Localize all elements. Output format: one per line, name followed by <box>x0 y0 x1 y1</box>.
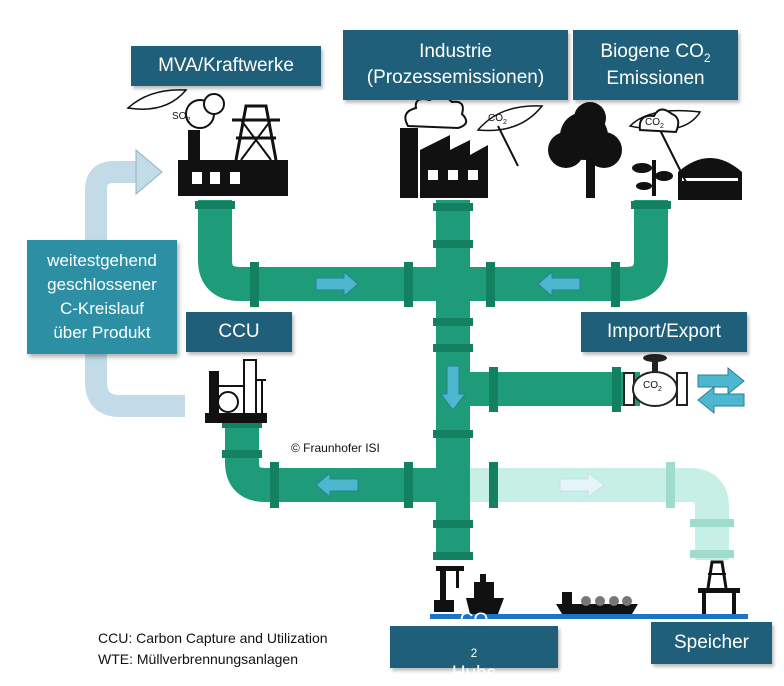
plant-icon <box>632 160 673 196</box>
tanker-icon <box>556 592 638 614</box>
arrow-export-left <box>697 385 745 415</box>
arrow-right-top <box>315 270 359 298</box>
label-speicher: Speicher <box>651 622 772 664</box>
legend-wte: WTE: Müllverbrennungsanlagen <box>98 651 298 667</box>
label-biogene-emissionen: Biogene CO2 Emissionen <box>573 30 738 100</box>
label-kreislauf: weitestgehend geschlossener C-Kreislauf … <box>27 240 177 354</box>
ship-icon <box>466 574 504 614</box>
pipe-network <box>198 200 668 560</box>
arrow-left-top <box>537 270 581 298</box>
label-mva-kraftwerke: MVA/Kraftwerke <box>131 46 321 86</box>
offshore-platform-icon <box>698 560 740 615</box>
arrow-down-center <box>440 365 466 411</box>
refinery-icon <box>205 359 267 423</box>
label-import-export: Import/Export <box>581 312 747 352</box>
arrow-right-faded <box>559 472 605 498</box>
valve-icon <box>623 354 688 407</box>
so2-label: SO2 <box>172 111 191 124</box>
label-ccu: CCU <box>186 312 292 352</box>
flow-arrows <box>315 270 745 499</box>
arrow-left-bottom <box>315 471 359 499</box>
co2-industry-label: CO2 <box>488 113 507 126</box>
co2-valve-label: CO2 <box>643 380 662 393</box>
tree-icon <box>548 102 622 198</box>
water-line <box>430 614 748 619</box>
label-industrie: Industrie (Prozessemissionen) <box>343 30 568 100</box>
legend-ccu: CCU: Carbon Capture and Utilization <box>98 630 328 646</box>
co2-bio-label: CO2 <box>645 117 664 130</box>
pipe-flanges <box>195 201 671 560</box>
biogas-tank-icon <box>678 158 742 200</box>
arrow-import-right <box>697 366 745 396</box>
copyright-text: © Fraunhofer ISI <box>291 441 380 455</box>
factory-icon <box>400 94 544 198</box>
crane-icon <box>434 566 464 612</box>
net-bio-icon <box>628 108 702 187</box>
faded-pipe-storage <box>462 462 734 560</box>
power-plant-icon <box>126 89 288 196</box>
